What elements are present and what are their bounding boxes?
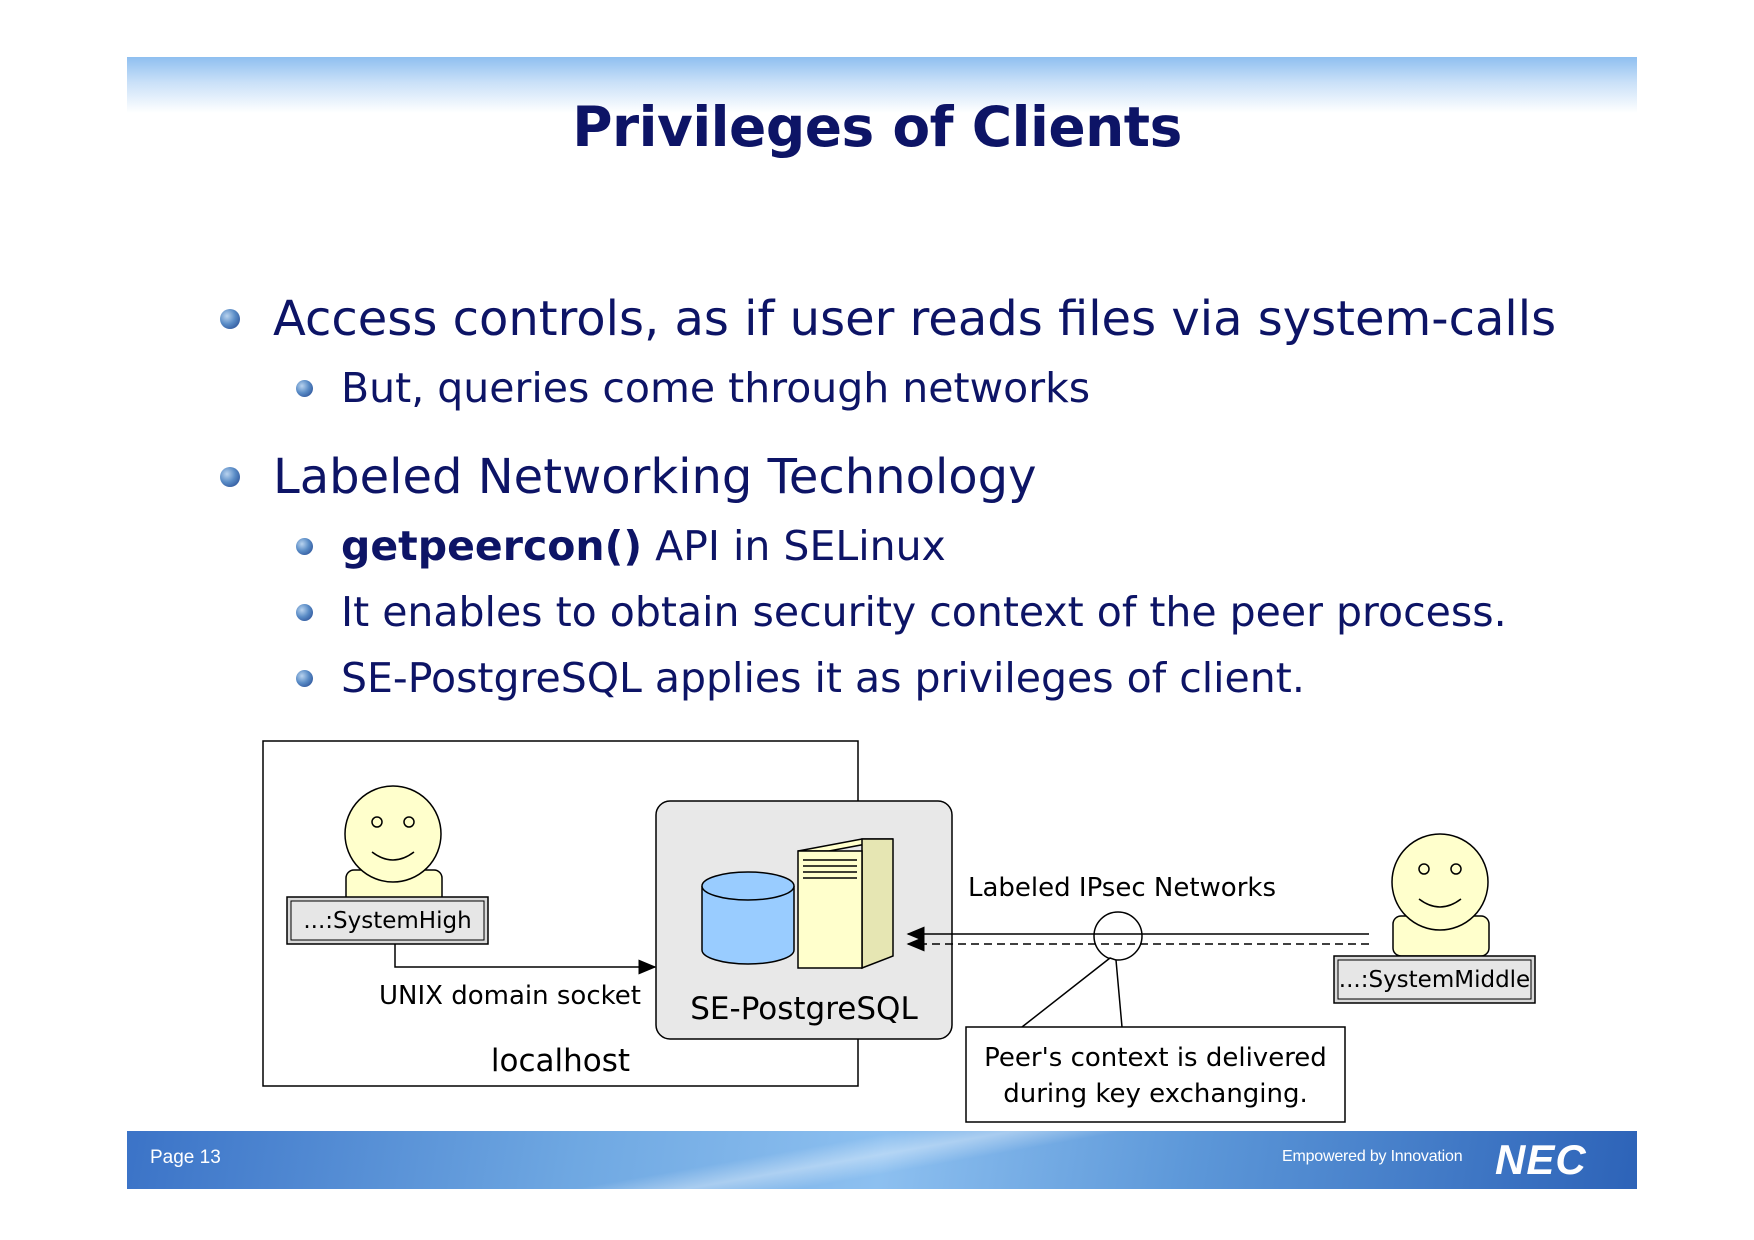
system-middle-label: ...:SystemMiddle [1338, 967, 1531, 993]
localhost-label: localhost [490, 1043, 631, 1079]
bullet-text: Labeled Networking Technology [273, 449, 1037, 505]
key-exchange-circle [1093, 911, 1143, 961]
callout-line-1: Peer's context is delivered [984, 1043, 1327, 1073]
smiley-user-icon [1391, 833, 1490, 957]
footer-decoration [450, 1131, 1250, 1189]
bullet-dot-icon [296, 537, 313, 555]
bullet-text: Access controls, as if user reads files … [273, 291, 1557, 347]
callout-line-2: during key exchanging. [1003, 1079, 1308, 1109]
callout-box [965, 1026, 1346, 1123]
unix-socket-label: UNIX domain socket [379, 981, 641, 1011]
callout-pointer [1021, 957, 1123, 1028]
bullet-security-context: It enables to obtain security context of… [296, 588, 1507, 636]
bullet-access-controls: Access controls, as if user reads files … [220, 291, 1556, 347]
network-label: Labeled IPsec Networks [968, 873, 1277, 903]
bullet-text: It enables to obtain security context of… [341, 588, 1507, 636]
bullet-getpeercon: getpeercon() API in SELinux [296, 522, 946, 570]
bullet-networks: But, queries come through networks [296, 364, 1090, 412]
bullet-dot-icon [220, 467, 240, 487]
database-cylinder-icon [701, 871, 795, 965]
company-logo: NEC [1495, 1136, 1587, 1183]
bullet-dot-icon [220, 309, 240, 329]
bullet-dot-icon [296, 379, 313, 397]
company-tagline: Empowered by Innovation [1282, 1148, 1463, 1165]
api-name: getpeercon() [341, 522, 643, 570]
bullet-dot-icon [296, 603, 313, 621]
bullet-text: But, queries come through networks [341, 364, 1091, 412]
server-label: SE-PostgreSQL [690, 991, 918, 1027]
bullet-dot-icon [296, 669, 313, 687]
footer-band [127, 1131, 1637, 1189]
header-band [127, 57, 1637, 113]
system-high-label: ...:SystemHigh [303, 908, 472, 934]
bullet-text: SE-PostgreSQL applies it as privileges o… [341, 654, 1305, 702]
bullet-sepostgresql: SE-PostgreSQL applies it as privileges o… [296, 654, 1305, 702]
bullet-text: API in SELinux [642, 522, 946, 570]
arrow-icon [394, 944, 657, 975]
slide-title: Privileges of Clients [572, 95, 1182, 159]
page-number: Page 13 [150, 1147, 221, 1168]
server-tower-icon [797, 838, 894, 970]
bullet-labeled-networking: Labeled Networking Technology [220, 449, 1037, 505]
smiley-user-icon [344, 785, 443, 911]
